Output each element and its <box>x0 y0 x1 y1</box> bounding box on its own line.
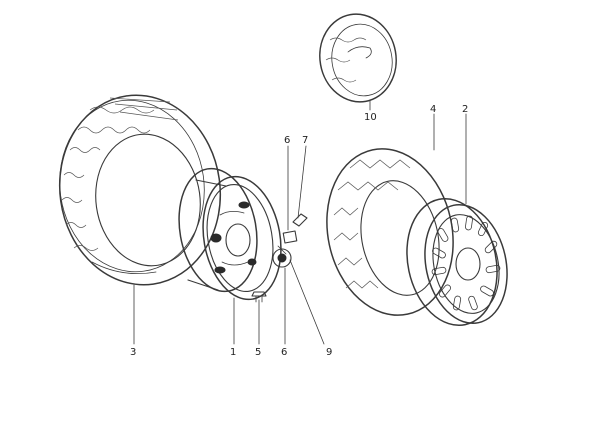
callout-1: 1 <box>230 347 236 358</box>
tyre-right <box>326 148 454 316</box>
callout-6-top: 6 <box>284 135 290 146</box>
alloy-wheel <box>406 197 508 327</box>
callout-10: 10 <box>364 112 377 123</box>
tyre-left <box>58 94 222 286</box>
callout-7: 7 <box>302 135 308 146</box>
leader-lines <box>133 99 467 345</box>
callout-6-bottom: 6 <box>281 347 287 358</box>
callout-9: 9 <box>326 347 332 358</box>
hub-cap-hardware <box>251 213 308 303</box>
callout-4: 4 <box>430 104 436 115</box>
callout-3: 3 <box>130 347 136 358</box>
spare-tyre <box>319 13 397 103</box>
steel-rim <box>178 167 282 301</box>
callout-2: 2 <box>462 104 468 115</box>
callout-5: 5 <box>255 347 261 358</box>
